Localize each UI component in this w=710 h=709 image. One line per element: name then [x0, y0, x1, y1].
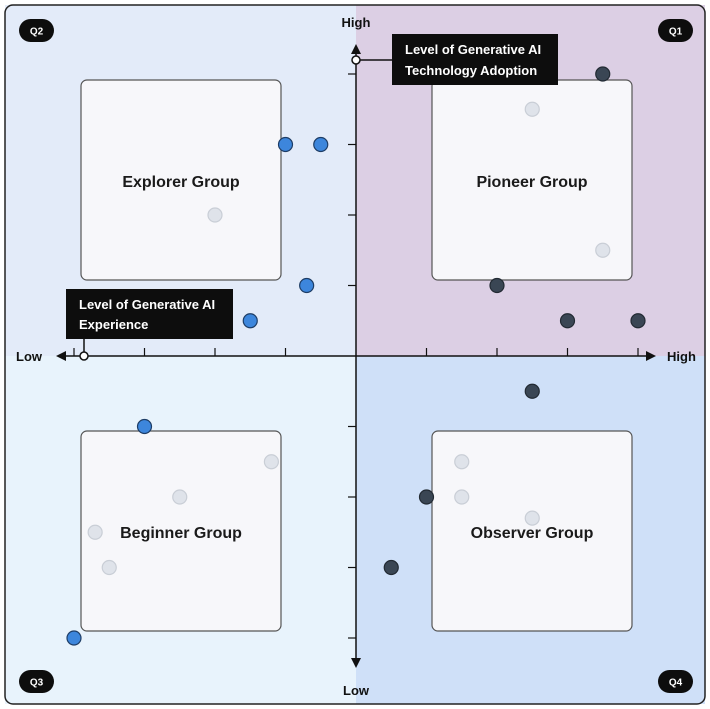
q4-badge-text: Q4: [669, 678, 683, 689]
data-point-light: [172, 489, 188, 505]
y-title-anchor-dot: [351, 55, 361, 65]
data-point-light: [87, 524, 103, 540]
observer-group-label: Observer Group: [471, 525, 594, 542]
data-point-light: [524, 510, 540, 526]
x-axis-arrow-left: [56, 351, 66, 361]
scatter-points: [66, 66, 646, 646]
q1-badge-text: Q1: [669, 27, 683, 38]
x-axis-low-label: Low: [16, 349, 43, 364]
data-point-light: [454, 489, 470, 505]
data-point-light: [524, 101, 540, 117]
y-axis-arrow-top: [351, 44, 361, 54]
axis-ticks: [73, 73, 639, 639]
y-axis-high-label: High: [342, 15, 371, 30]
data-point-dark: [383, 559, 399, 576]
data-point-dark: [559, 313, 576, 329]
q1-badge: Q1: [658, 19, 693, 42]
data-point-dark: [630, 313, 646, 329]
pioneer-group-label: Pioneer Group: [476, 174, 587, 191]
data-point-blue: [299, 277, 315, 294]
x-axis-title-line1: Level of Generative AI: [79, 297, 215, 312]
data-point-dark: [418, 489, 435, 505]
data-point-light: [595, 242, 611, 258]
x-axis-title-line2: Experience: [79, 317, 148, 332]
x-axis-title-box: [66, 289, 233, 339]
data-point-blue: [66, 630, 82, 646]
y-axis-title-line2: Technology Adoption: [405, 63, 537, 78]
data-point-dark: [524, 383, 540, 399]
data-point-blue: [313, 136, 329, 153]
data-point-blue: [136, 418, 153, 435]
data-point-light: [454, 454, 470, 470]
data-point-dark: [595, 66, 611, 82]
data-point-blue: [242, 313, 258, 329]
x-axis-arrow-right: [646, 351, 656, 361]
explorer-group-label: Explorer Group: [122, 174, 240, 191]
q3-badge: Q3: [19, 670, 54, 693]
q2-badge: Q2: [19, 19, 54, 42]
observer-group-box: [431, 430, 633, 632]
q4-badge: Q4: [658, 670, 693, 693]
q2-badge-text: Q2: [30, 27, 44, 38]
y-axis-low-label: Low: [343, 683, 370, 698]
beginner-group-box: [80, 430, 282, 632]
beginner-group-label: Beginner Group: [120, 525, 242, 542]
y-axis-title-box: [392, 34, 558, 85]
q3-badge-text: Q3: [30, 678, 44, 689]
data-point-light: [263, 454, 279, 470]
x-axis-high-label: High: [667, 349, 696, 364]
data-point-dark: [489, 277, 505, 294]
explorer-group-box: [80, 79, 282, 281]
y-axis-title-line1: Level of Generative AI: [405, 42, 541, 57]
y-axis-arrow-bottom: [351, 658, 361, 668]
data-point-light: [101, 559, 117, 576]
data-point-light: [207, 207, 223, 223]
outer-border: [4, 4, 706, 705]
data-point-blue: [277, 136, 294, 153]
x-title-anchor-dot: [79, 351, 89, 361]
